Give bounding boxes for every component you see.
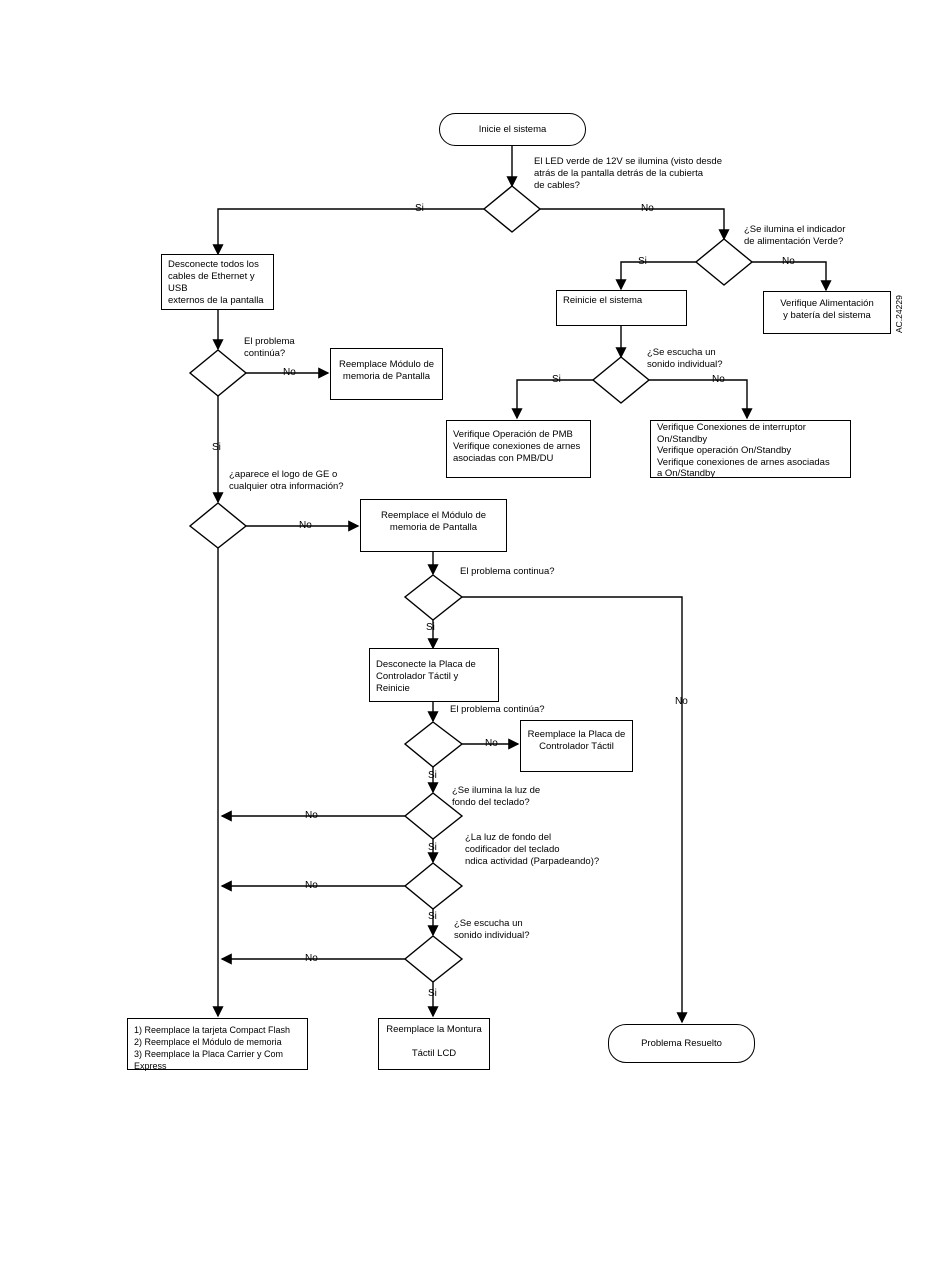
- decision-diamond-10: [403, 935, 464, 983]
- box-disconnect-cables: Desconecte todos los cables de Ethernet …: [161, 254, 274, 310]
- decision-diamond-2: [694, 238, 754, 286]
- decision-diamond-8: [403, 792, 464, 840]
- box-check-power: Verifique Alimentación y batería del sis…: [763, 291, 891, 334]
- decision-diamond-1: [482, 185, 542, 233]
- question-keypad-backlight: ¿Se ilumina la luz de fondo del teclado?: [452, 785, 541, 808]
- box-replace-list: 1) Reemplace la tarjeta Compact Flash 2)…: [127, 1018, 308, 1071]
- question-single-beep-1: ¿Se escucha un sonido individual?: [647, 347, 723, 370]
- decision-diamond-6: [403, 574, 464, 621]
- decision-diamond-4: [188, 349, 248, 397]
- label-yes-d2: Si: [638, 256, 647, 267]
- label-no-d10: No: [305, 953, 318, 964]
- label-no-d7: No: [485, 738, 498, 749]
- label-no-d5: No: [299, 520, 312, 531]
- label-no-d4: No: [283, 367, 296, 378]
- decision-diamond-7: [403, 721, 464, 768]
- decision-diamond-5: [188, 502, 248, 549]
- label-no-d1: No: [641, 203, 654, 214]
- box-replace-memory-1: Reemplace Módulo de memoria de Pantalla: [330, 348, 443, 400]
- label-no-d3: No: [712, 374, 725, 385]
- box-replace-touch: Reemplace la Placa de Controlador Táctil: [520, 720, 633, 772]
- question-12v-led: El LED verde de 12V se ilumina (visto de…: [534, 156, 722, 191]
- document-code: AC.24229: [894, 295, 904, 333]
- start-terminal: Inicie el sistema: [439, 113, 586, 146]
- label-yes-d1: Si: [415, 203, 424, 214]
- label-yes-d8: Si: [428, 842, 437, 853]
- decision-diamond-3: [591, 356, 651, 404]
- label-yes-d9: Si: [428, 911, 437, 922]
- box-check-switch: Verifique Conexiones de interruptor On/S…: [650, 420, 851, 479]
- question-problem-continues-1: El problema continúa?: [244, 336, 295, 359]
- label-yes-d6: Si: [426, 622, 435, 633]
- box-replace-memory-2: Reemplace el Módulo de memoria de Pantal…: [360, 499, 507, 552]
- question-encoder-backlight: ¿La luz de fondo del codificador del tec…: [465, 832, 600, 867]
- end-terminal: Problema Resuelto: [608, 1024, 755, 1063]
- label-no-d6: No: [675, 696, 688, 707]
- question-ge-logo: ¿aparece el logo de GE o cualquier otra …: [229, 469, 344, 492]
- decision-diamond-9: [403, 862, 464, 910]
- question-power-indicator: ¿Se ilumina el indicador de alimentación…: [744, 224, 846, 247]
- label-no-d9: No: [305, 880, 318, 891]
- question-problem-continues-2: El problema continua?: [460, 566, 555, 577]
- box-disconnect-touch: Desconecte la Placa de Controlador Tácti…: [369, 648, 499, 702]
- box-replace-lcd: Reemplace la Montura Táctil LCD: [378, 1018, 490, 1070]
- question-problem-continues-3: El problema continúa?: [450, 704, 545, 715]
- question-single-beep-2: ¿Se escucha un sonido individual?: [454, 918, 530, 941]
- box-check-pmb: Verifique Operación de PMB Verifique con…: [446, 420, 591, 478]
- label-no-d2: No: [782, 256, 795, 267]
- label-yes-d4: Si: [212, 442, 221, 453]
- box-restart-system: Reinicie el sistema: [556, 290, 687, 326]
- label-yes-d7: Si: [428, 770, 437, 781]
- label-yes-d3: Si: [552, 374, 561, 385]
- label-no-d8: No: [305, 810, 318, 821]
- label-yes-d10: Si: [428, 988, 437, 999]
